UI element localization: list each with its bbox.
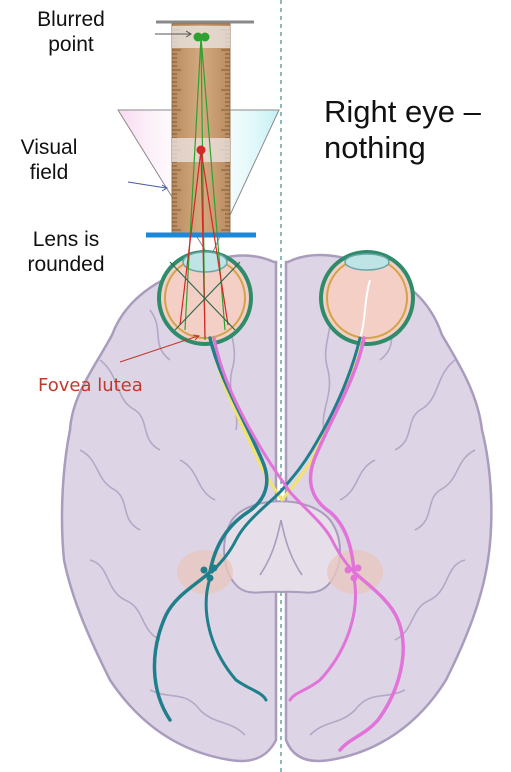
focus-point-red	[197, 146, 206, 155]
blurred-point-green	[201, 33, 210, 42]
label-fovea-lutea: Fovea lutea	[38, 375, 188, 396]
label-blurred-point: Blurred point	[12, 8, 130, 58]
brain	[62, 255, 491, 761]
label-lens-is-rounded: Lens is rounded	[10, 228, 122, 278]
right-eye	[321, 252, 413, 344]
label-right-eye-nothing: Right eye – nothing	[324, 94, 504, 165]
label-visual-field: Visual field	[4, 136, 94, 186]
